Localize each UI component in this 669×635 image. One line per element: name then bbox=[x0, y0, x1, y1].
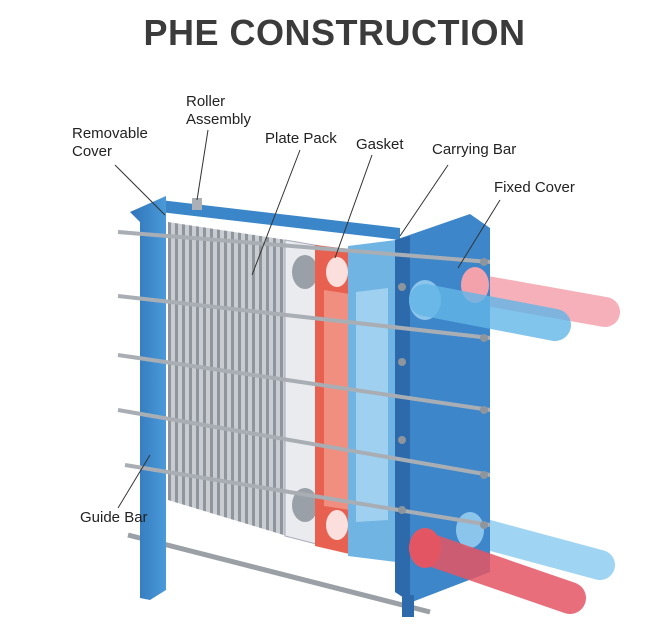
label-line: Cover bbox=[72, 143, 113, 160]
guide-bar bbox=[127, 532, 431, 615]
carrying-bar bbox=[160, 200, 400, 240]
label-line: Removable bbox=[72, 125, 148, 142]
label-gasket: Gasket bbox=[356, 136, 404, 153]
label-plate-pack: Plate Pack bbox=[265, 130, 337, 147]
label-removable-cover: Removable Cover bbox=[72, 125, 148, 161]
label-line: Assembly bbox=[186, 111, 252, 128]
cold-inlet-pipe bbox=[409, 284, 571, 341]
hot-outlet-pipe bbox=[455, 273, 620, 327]
label-line: Roller bbox=[186, 93, 226, 110]
hot-inlet-pipe bbox=[409, 532, 586, 614]
roller-assembly bbox=[192, 198, 202, 210]
label-fixed-cover: Fixed Cover bbox=[494, 179, 575, 196]
label-carrying-bar: Carrying Bar bbox=[432, 141, 517, 158]
page-title: PHE CONSTRUCTION bbox=[143, 12, 526, 53]
label-roller-assembly: Roller Assembly bbox=[186, 93, 251, 129]
cold-outlet-pipe-bottom bbox=[455, 515, 615, 580]
plate-pack bbox=[168, 222, 300, 540]
removable-cover bbox=[130, 196, 166, 600]
tie-rods bbox=[117, 230, 491, 527]
label-guide-bar: Guide Bar bbox=[80, 509, 148, 526]
